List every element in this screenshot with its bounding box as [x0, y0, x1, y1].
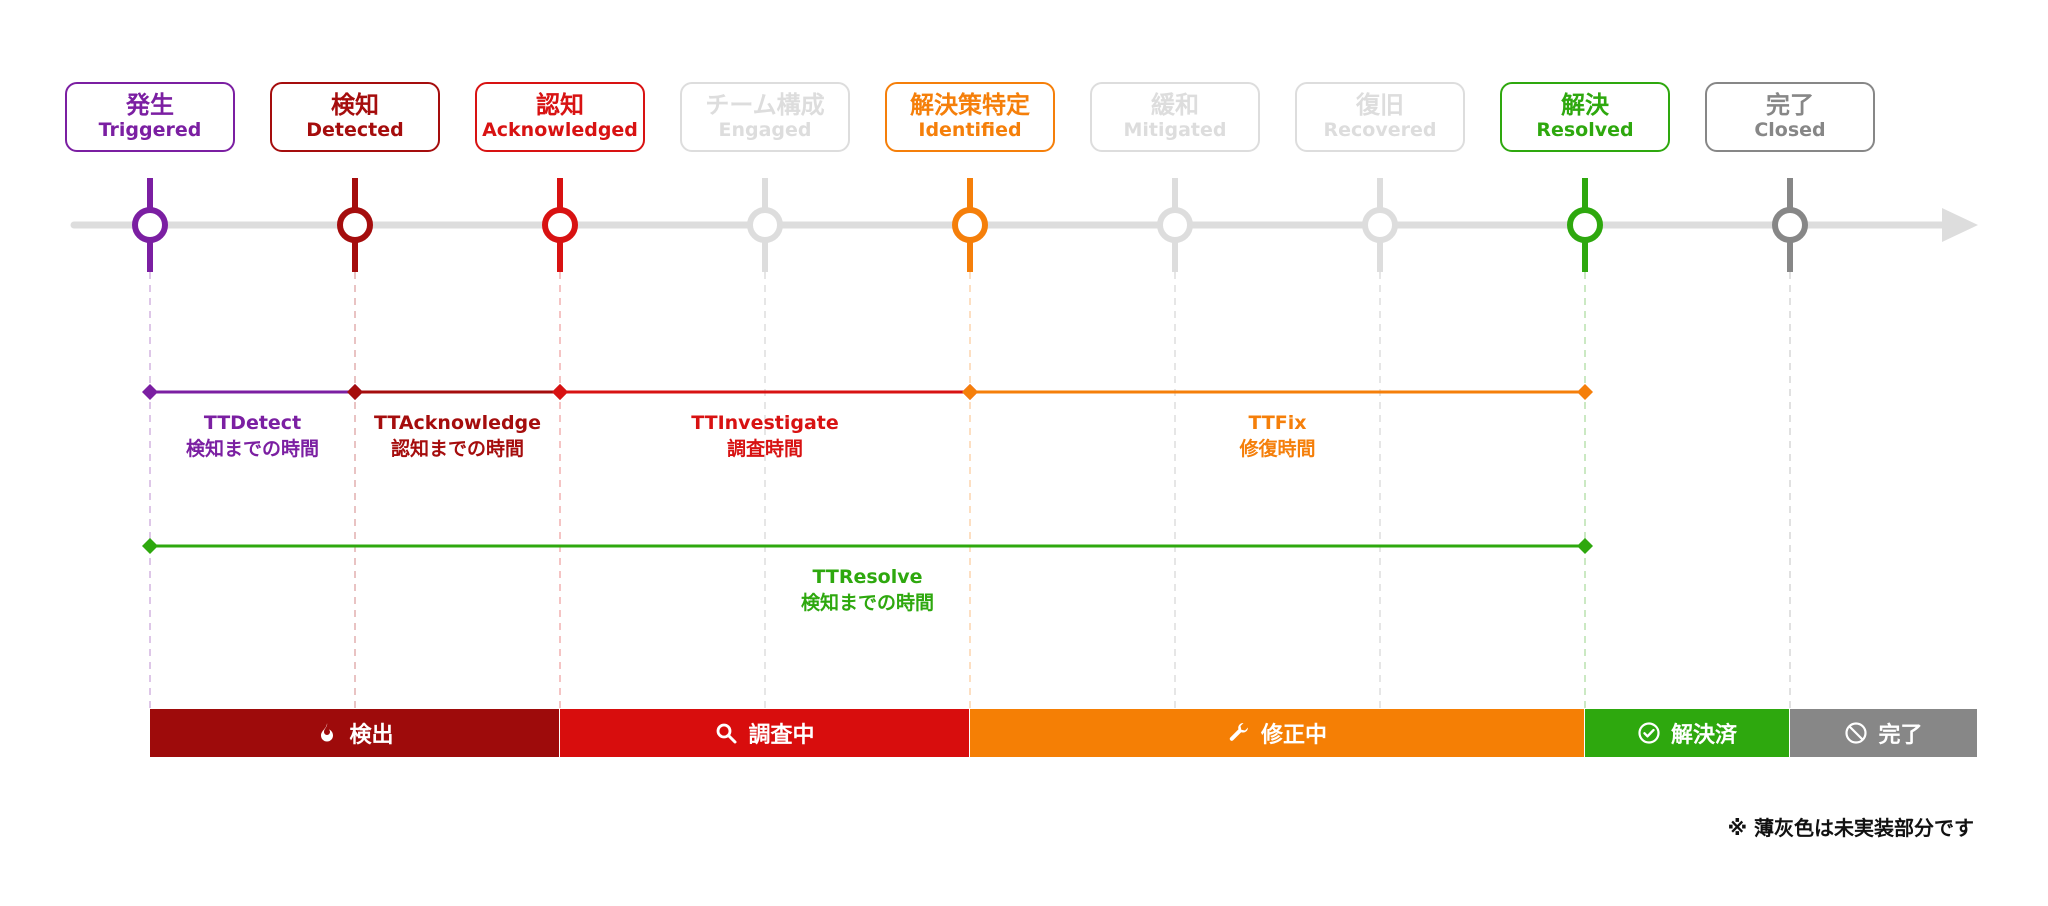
- legend-note: ※ 薄灰色は未実装部分です: [1727, 816, 1974, 840]
- stage-node-resolved: [1567, 207, 1603, 243]
- stage-node-detected: [337, 207, 373, 243]
- metric-desc: 修復時間: [1239, 438, 1316, 460]
- phase-bar-resolved: 解決済: [1585, 709, 1790, 757]
- metric-name: TTAcknowledge: [373, 412, 542, 434]
- stage-marker-mitigated: [1157, 178, 1193, 272]
- stage-ja-label: 完了: [1766, 91, 1814, 120]
- search-icon: [717, 723, 737, 744]
- stage-marker-acknowledged: [542, 178, 578, 272]
- stage-node-closed: [1772, 207, 1808, 243]
- wrench-icon: [1229, 722, 1248, 741]
- stage-en-label: Acknowledged: [482, 118, 638, 141]
- phase-label: 解決済: [1670, 723, 1737, 748]
- diamond-marker-icon: [142, 538, 158, 554]
- timeline-arrow-icon: [1942, 208, 1978, 242]
- stage-marker-engaged: [747, 178, 783, 272]
- diamond-marker-icon: [142, 384, 158, 400]
- metric-label-ttresolve: TTResolve 検知までの時間: [801, 564, 934, 616]
- metric-span-ttinvestigate: [552, 384, 978, 400]
- stage-ja-label: 認知: [536, 91, 584, 120]
- stage-ja-label: 復旧: [1356, 91, 1404, 120]
- stage-node-engaged: [747, 207, 783, 243]
- metric-label-ttdetect: TTDetect 検知までの時間: [186, 410, 319, 462]
- stage-en-label: Mitigated: [1123, 118, 1227, 141]
- stage-marker-detected: [337, 178, 373, 272]
- stage-marker-resolved: [1567, 178, 1603, 272]
- metric-name: TTFix: [1248, 412, 1307, 434]
- phase-label: 修正中: [1260, 723, 1327, 748]
- phase-label: 完了: [1878, 723, 1923, 748]
- stage-node-recovered: [1362, 207, 1398, 243]
- metric-span-ttfix: [962, 384, 1593, 400]
- phase-bar-investigating: 調査中: [560, 709, 970, 757]
- stage-ja-label: チーム構成: [705, 91, 825, 120]
- stage-node-identified: [952, 207, 988, 243]
- stage-node-mitigated: [1157, 207, 1193, 243]
- stage-marker-recovered: [1362, 178, 1398, 272]
- phase-bar-closed: 完了: [1790, 709, 1978, 757]
- metric-span-ttdetect: [142, 384, 363, 400]
- stage-en-label: Recovered: [1323, 118, 1437, 141]
- metric-label-ttacknowledge: TTAcknowledge 認知までの時間: [374, 410, 541, 462]
- ban-icon: [1845, 722, 1868, 744]
- stage-en-label: Triggered: [98, 118, 202, 141]
- stage-en-label: Closed: [1754, 118, 1826, 141]
- phase-label: 調査中: [748, 723, 815, 748]
- phase-bar-detection: 検出: [150, 709, 560, 757]
- diamond-marker-icon: [552, 384, 568, 400]
- diamond-marker-icon: [1577, 384, 1593, 400]
- metric-desc: 調査時間: [726, 438, 803, 460]
- fire-icon: [321, 723, 334, 742]
- phase-label: 検出: [349, 723, 394, 748]
- metric-span-ttresolve: [142, 538, 1593, 554]
- stage-en-label: Engaged: [718, 118, 812, 141]
- stage-en-label: Detected: [306, 118, 404, 141]
- stage-marker-closed: [1772, 178, 1808, 272]
- metric-name: TTDetect: [203, 412, 302, 434]
- stage-marker-triggered: [132, 178, 168, 272]
- stage-en-label: Resolved: [1536, 118, 1634, 141]
- stage-ja-label: 検知: [331, 91, 379, 120]
- stage-ja-label: 解決: [1561, 91, 1609, 120]
- check-circle-icon: [1638, 722, 1660, 744]
- stage-ja-label: 緩和: [1151, 91, 1199, 120]
- metric-desc: 検知までの時間: [800, 592, 935, 614]
- diamond-marker-icon: [347, 384, 363, 400]
- metric-label-ttinvestigate: TTInvestigate 調査時間: [691, 410, 839, 462]
- metric-label-ttfix: TTFix 修復時間: [1239, 410, 1315, 462]
- stage-ja-label: 解決策特定: [910, 91, 1030, 120]
- stage-marker-identified: [952, 178, 988, 272]
- diamond-marker-icon: [1577, 538, 1593, 554]
- stage-node-triggered: [132, 207, 168, 243]
- metric-desc: 認知までの時間: [390, 438, 525, 460]
- stage-en-label: Identified: [918, 118, 1022, 141]
- metric-name: TTInvestigate: [691, 412, 839, 434]
- stage-ja-label: 発生: [126, 91, 174, 120]
- metric-desc: 検知までの時間: [185, 438, 320, 460]
- diamond-marker-icon: [962, 384, 978, 400]
- metric-name: TTResolve: [812, 566, 923, 588]
- stage-node-acknowledged: [542, 207, 578, 243]
- phase-bar-fixing: 修正中: [970, 709, 1585, 757]
- metric-span-ttacknowledge: [347, 384, 568, 400]
